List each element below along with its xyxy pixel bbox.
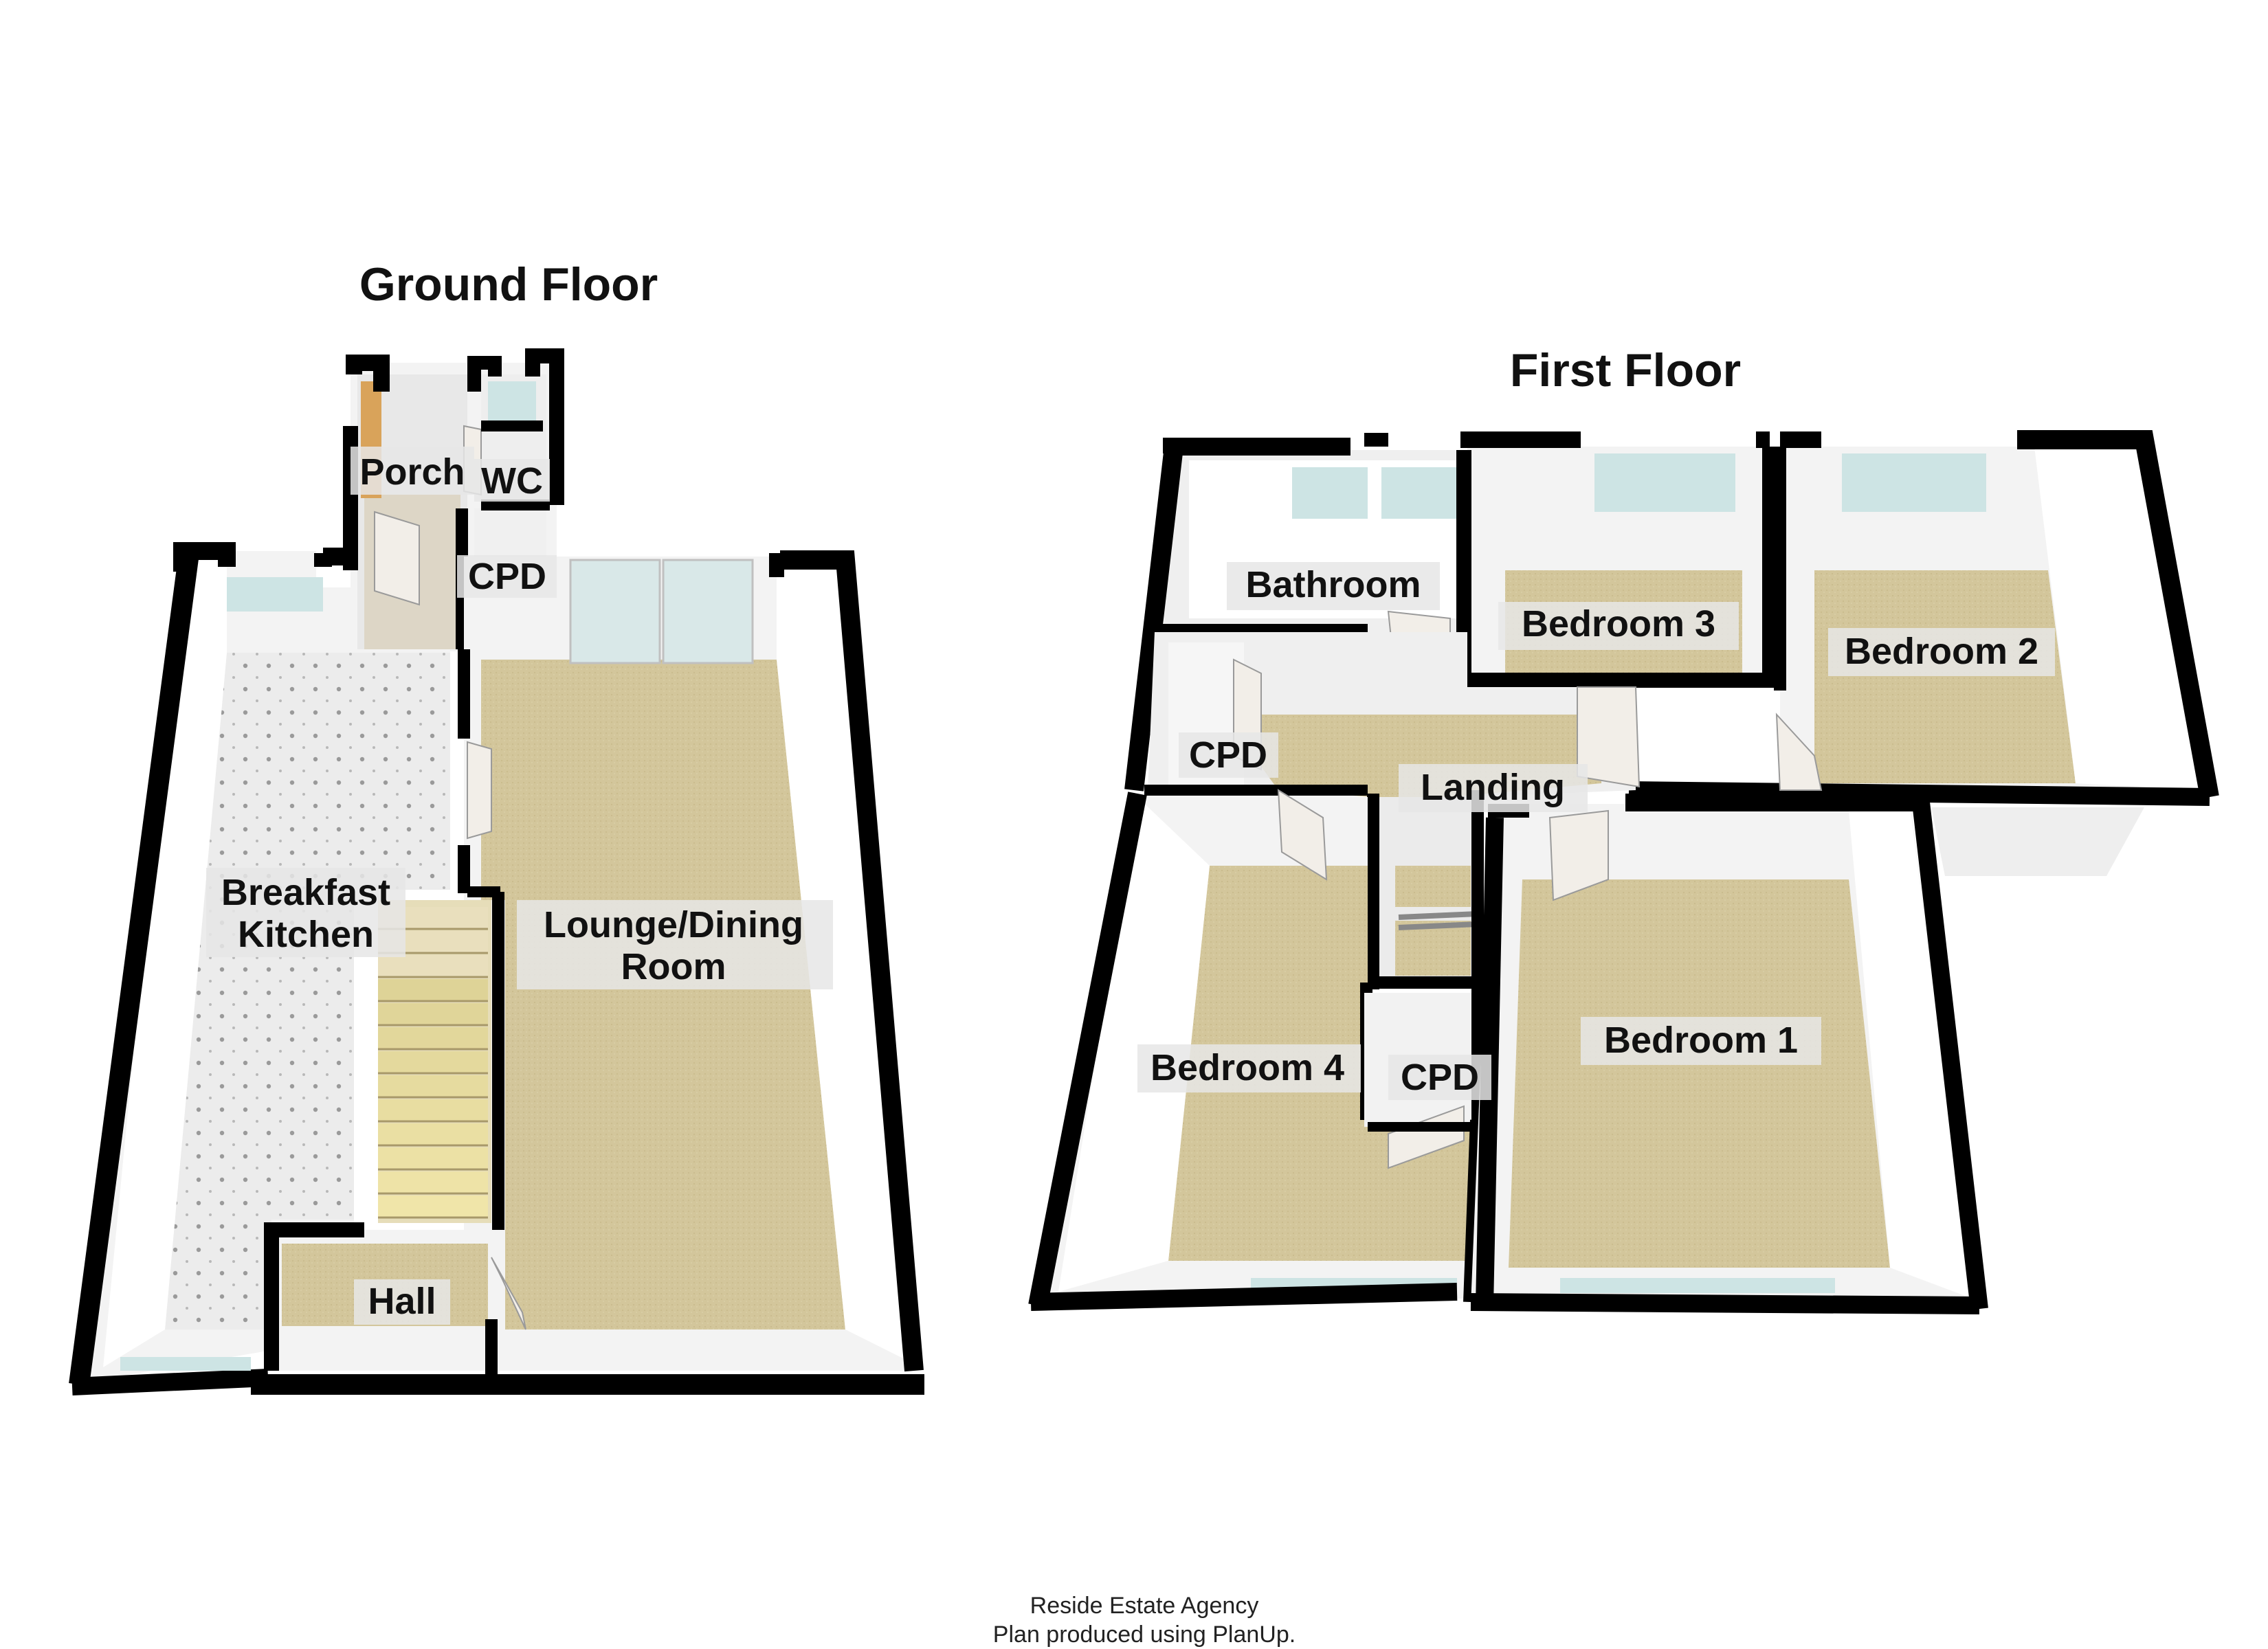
wc-label: WC [481, 460, 543, 502]
lounge-patio-door-right [662, 559, 754, 664]
kitchen-window [227, 577, 323, 612]
bedroom-3-door[interactable] [1577, 686, 1641, 788]
hall-label: Hall [368, 1281, 436, 1322]
stair-tread [378, 1099, 488, 1121]
stair-tread [378, 1171, 488, 1193]
bedroom-1-window [1560, 1278, 1835, 1293]
lounge-door-upper[interactable] [467, 741, 492, 840]
kitchen-front-window [120, 1357, 251, 1371]
bedroom-1-label: Bedroom 1 [1604, 1020, 1798, 1061]
landing-label: Landing [1421, 767, 1565, 808]
first-cpd-left-label: CPD [1189, 734, 1267, 776]
first-floor-title: First Floor [1510, 344, 1741, 396]
stair-tread [378, 1075, 488, 1097]
porch-door[interactable] [374, 511, 420, 606]
lounge-dining-label-line2: Room [621, 946, 726, 987]
first-floor [1028, 430, 2219, 1314]
stair-tread [378, 1051, 488, 1073]
porch-label: Porch [359, 451, 465, 493]
bathroom-window-left [1292, 467, 1368, 519]
stair-tread [378, 955, 488, 976]
bedroom-3-room [1467, 447, 1773, 687]
bedroom-4-label: Bedroom 4 [1150, 1047, 1344, 1088]
bedroom-1-door[interactable] [1548, 809, 1609, 901]
ground-floor-title: Ground Floor [359, 258, 658, 311]
bedroom-4-door[interactable] [1277, 789, 1328, 881]
stair-tread [378, 1196, 488, 1217]
porch-block [351, 363, 557, 651]
stair-tread [378, 1123, 488, 1145]
bedroom-3-window [1594, 453, 1735, 512]
footer-agency: Reside Estate Agency [1030, 1593, 1259, 1619]
bedroom-2-room [1780, 447, 2210, 797]
wc-window [488, 381, 536, 423]
bedroom-2-label: Bedroom 2 [1845, 631, 2038, 672]
first-cpd-mid-label: CPD [1401, 1057, 1479, 1098]
bedroom-2-window [1842, 453, 1986, 512]
ground-cpd-label: CPD [468, 556, 546, 597]
roof-ledge [1931, 807, 2144, 876]
bedroom-3-label: Bedroom 3 [1522, 603, 1715, 644]
stair-tread [378, 1003, 488, 1024]
stair-tread [378, 979, 488, 1000]
bedroom-2-door[interactable] [1775, 713, 1823, 791]
stair-tread [378, 1147, 488, 1169]
footer-credit: Plan produced using PlanUp. [993, 1622, 1296, 1648]
ground-floor [69, 348, 924, 1395]
breakfast-kitchen-label-line2: Kitchen [238, 914, 374, 955]
landing-staircase[interactable] [1378, 797, 1478, 983]
lounge-dining-label-line1: Lounge/Dining [544, 904, 803, 945]
hall-door[interactable] [491, 1257, 526, 1330]
cpd-mid-door[interactable] [1388, 1105, 1465, 1169]
stair-tread [378, 1027, 488, 1048]
lounge-patio-door-left [569, 559, 661, 664]
bathroom-label: Bathroom [1246, 564, 1421, 605]
bathroom-window-right [1381, 467, 1457, 519]
breakfast-kitchen-label-line1: Breakfast [221, 872, 390, 913]
